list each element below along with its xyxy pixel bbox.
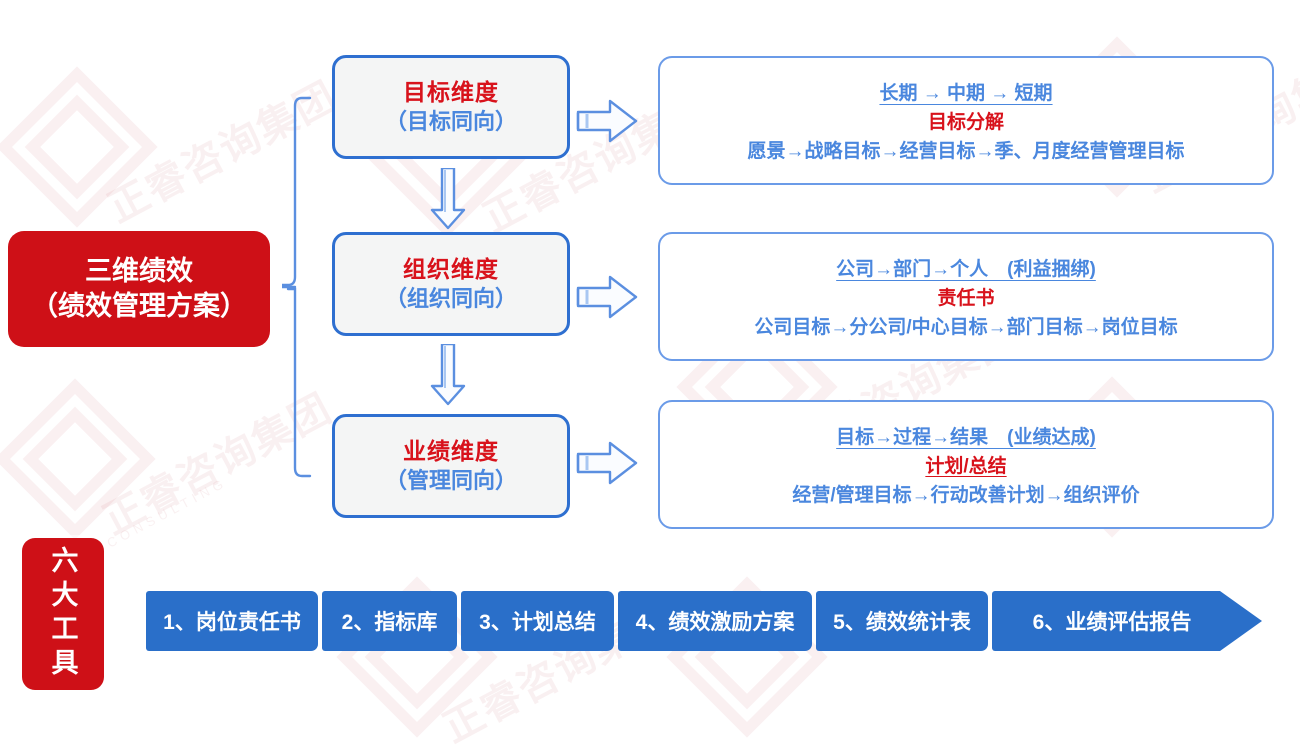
- panel-keyword: 计划/总结: [925, 456, 1007, 477]
- detail-panel-org: 公司→部门→个人 (利益捆绑) 责任书 公司目标→分公司/中心目标→部门目标→岗…: [658, 232, 1274, 361]
- dimension-title: 业绩维度: [403, 437, 499, 464]
- panel-flow: 经营/管理目标→行动改善计划→组织评价: [792, 485, 1140, 506]
- watermark-logo: [0, 378, 156, 540]
- tool-chip-1[interactable]: 1、岗位责任书: [146, 591, 318, 651]
- panel-flow: 愿景→战略目标→经营目标→季、月度经营管理目标: [747, 141, 1185, 162]
- dimension-box-org[interactable]: 组织维度 （组织同向）: [332, 232, 570, 336]
- master-title-line1: 三维绩效: [85, 256, 193, 287]
- dimension-title: 目标维度: [403, 78, 499, 105]
- panel-headline: 长期 → 中期 → 短期: [879, 83, 1053, 104]
- detail-panel-goal: 长期 → 中期 → 短期 目标分解 愿景→战略目标→经营目标→季、月度经营管理目…: [658, 56, 1274, 185]
- tool-chip-6[interactable]: 6、业绩评估报告: [992, 591, 1262, 651]
- panel-flow: 公司目标→分公司/中心目标→部门目标→岗位目标: [754, 317, 1178, 338]
- right-arrow-icon: [576, 438, 638, 488]
- brace-connector: [280, 96, 312, 478]
- panel-headline: 公司→部门→个人 (利益捆绑): [836, 259, 1096, 280]
- panel-headline: 目标→过程→结果 (业绩达成): [836, 427, 1096, 448]
- down-arrow-icon: [428, 342, 468, 406]
- tool-chip-2[interactable]: 2、指标库: [322, 591, 457, 651]
- right-arrow-icon: [576, 272, 638, 322]
- tool-chip-3[interactable]: 3、计划总结: [461, 591, 614, 651]
- down-arrow-icon: [428, 166, 468, 230]
- watermark-subtext: CONSULTING: [104, 474, 230, 551]
- right-arrow-icon: [576, 96, 638, 146]
- detail-panel-performance: 目标→过程→结果 (业绩达成) 计划/总结 经营/管理目标→行动改善计划→组织评…: [658, 400, 1274, 529]
- watermark-logo: [0, 66, 158, 228]
- tool-chip-4[interactable]: 4、绩效激励方案: [618, 591, 812, 651]
- master-title-line2: （绩效管理方案）: [31, 291, 247, 321]
- six-tools-label: 六大工具: [22, 538, 104, 690]
- dimension-title: 组织维度: [403, 255, 499, 282]
- dimension-box-goal[interactable]: 目标维度 （目标同向）: [332, 55, 570, 159]
- tool-chip-5[interactable]: 5、绩效统计表: [816, 591, 988, 651]
- dimension-subtitle: （目标同向）: [384, 108, 517, 134]
- dimension-box-performance[interactable]: 业绩维度 （管理同向）: [332, 414, 570, 518]
- panel-keyword: 目标分解: [927, 112, 1004, 133]
- panel-keyword: 责任书: [937, 288, 995, 309]
- dimension-subtitle: （管理同向）: [384, 467, 517, 493]
- master-title-box: 三维绩效 （绩效管理方案）: [8, 231, 270, 347]
- dimension-subtitle: （组织同向）: [384, 285, 517, 311]
- six-tools-toolbar: 1、岗位责任书 2、指标库 3、计划总结 4、绩效激励方案 5、绩效统计表 6、…: [146, 591, 1262, 651]
